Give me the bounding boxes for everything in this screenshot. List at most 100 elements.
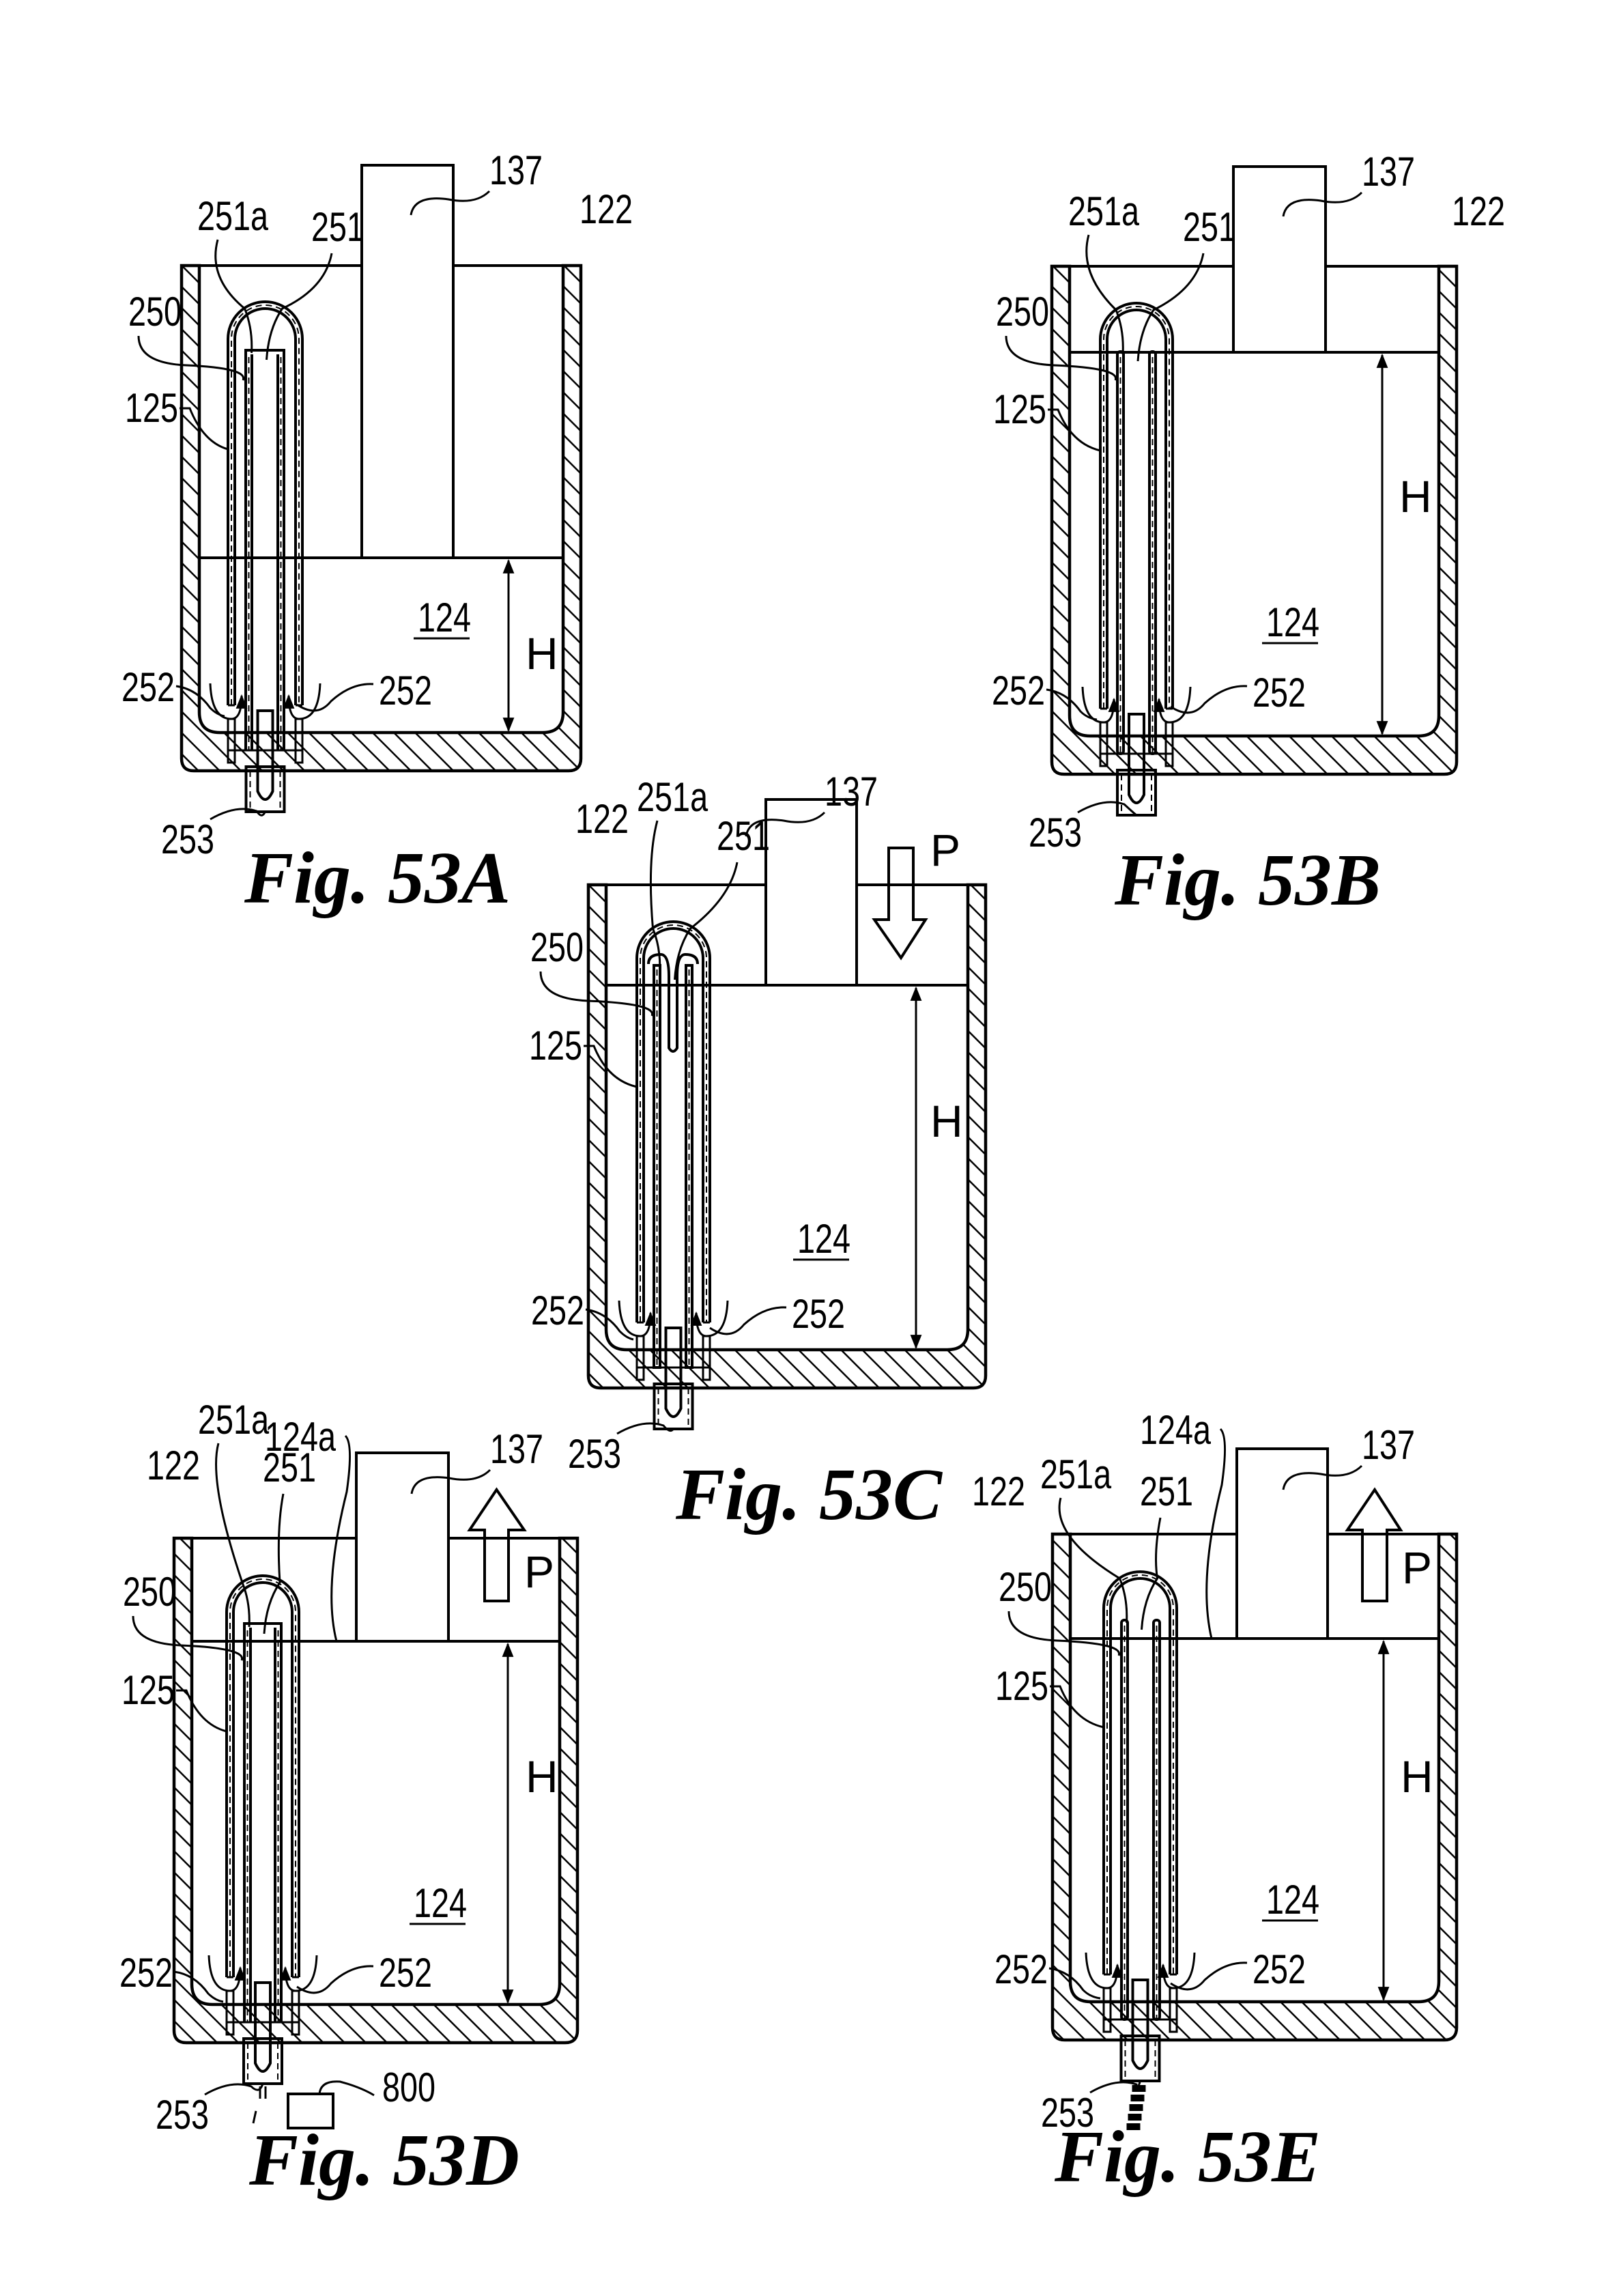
leader-251a [650,821,659,973]
ref-250: 250 [999,1564,1052,1610]
leader-137 [1283,1466,1362,1490]
ref-253: 253 [568,1431,621,1477]
height-label-h: H [930,1096,963,1146]
ref-253: 253 [161,817,214,862]
flow-arrow-252-right [1159,687,1190,722]
ref-250: 250 [996,289,1049,335]
ref-125: 125 [121,1667,175,1713]
ref-122: 122 [575,796,629,842]
ref-252-left: 252 [121,664,175,710]
ref-251: 251 [1140,1469,1193,1514]
figure-caption-53d: Fig. 53D [248,2120,519,2201]
ref-137: 137 [825,769,878,814]
ref-122: 122 [579,186,633,232]
leader-252-right [297,684,373,711]
inner-tube-251-inner [251,1628,275,2022]
ref-122: 122 [147,1443,200,1488]
ref-124: 124 [1266,599,1319,645]
figure-53d: P251a251137122250125124H252252253124a800… [119,1397,577,2201]
leader-137 [1283,193,1362,216]
liquid-stream-segment [1131,2095,1145,2101]
leader-137 [412,1470,490,1494]
ref-252-right: 252 [792,1291,845,1337]
ref-800: 800 [382,2065,435,2110]
ref-124: 124 [1266,1877,1319,1923]
ref-252-left: 252 [992,668,1045,713]
ref-252-right: 252 [379,668,432,713]
nozzle-253-body [246,767,285,812]
pressure-arrow-down [874,848,926,958]
ref-252-left: 252 [119,1950,173,1996]
ref-253: 253 [156,2092,209,2138]
leader-137 [411,191,489,215]
ref-252-left: 252 [531,1288,584,1333]
leader-253 [210,809,266,819]
ref-137: 137 [490,1426,543,1472]
ref-124a: 124a [265,1414,336,1460]
nozzle-253-body [1117,770,1156,815]
outer-tube-125-outer-wall [1104,1572,1177,1974]
outer-tube-125-inner-wall [235,309,296,705]
plunger-137 [1233,167,1326,352]
leader-251a [216,1443,250,1627]
ref-251a: 251a [197,193,268,239]
figure-caption-53b: Fig. 53B [1114,840,1381,921]
outer-tube-125-inner-wall [1107,310,1166,709]
ref-251a: 251a [198,1397,269,1443]
leader-252-right [1171,686,1247,713]
flow-arrow-252-left [210,683,242,719]
pressure-label-p: P [930,825,960,875]
flow-arrow-252-left [1086,1953,1117,1988]
flow-arrow-252-right [1163,1953,1194,1988]
flow-arrow-252-left [209,1955,240,1991]
pressure-arrow-up [1347,1490,1401,1601]
ref-125: 125 [125,385,178,431]
leader-252-right [710,1307,786,1334]
outer-tube-125-outer-wall [1100,303,1173,709]
ref-252-right: 252 [379,1950,432,1996]
ref-137: 137 [1362,1422,1415,1468]
leader-252-right [297,1966,373,1993]
flow-arrow-252-right [696,1301,728,1336]
figure-53e: P251a251137122250125124H252252253124aFig… [972,1407,1457,2198]
ref-124: 124 [414,1880,467,1926]
plunger-137 [766,799,857,985]
ref-250: 250 [128,289,182,335]
height-label-h: H [526,628,558,679]
figure-caption-53c: Fig. 53C [675,1454,943,1535]
leader-253 [617,1423,674,1434]
liquid-stream-segment [1130,2104,1143,2111]
ref-251: 251 [311,204,364,250]
ref-122: 122 [1452,188,1505,234]
height-label-h: H [1401,1751,1433,1802]
flow-arrow-252-right [285,1955,317,1991]
ref-251: 251 [1183,204,1236,250]
ref-252-left: 252 [994,1946,1048,1992]
ref-122: 122 [972,1469,1025,1514]
outer-tube-125-hatch [1107,1575,1173,1974]
ref-250: 250 [530,924,584,970]
ref-124a: 124a [1140,1407,1211,1453]
pressure-label-p: P [1402,1542,1432,1593]
ref-137: 137 [489,147,543,193]
ref-252-right: 252 [1253,670,1306,715]
figure-53c: P251a251137122250125124H252252253Fig. 53… [529,769,986,1535]
figure-53a: 251a 251 137 122 250 125 124H 252 252 253 Fig. 53A [121,147,633,919]
inner-tube-251-inverted-end [648,954,698,1051]
inner-tube-251-inner [252,354,278,750]
nozzle-253-body [244,2039,282,2084]
leader-253 [205,2084,263,2095]
height-label-h: H [526,1751,558,1802]
ref-124: 124 [418,595,471,640]
ref-251a: 251a [1040,1451,1111,1497]
ref-137: 137 [1362,149,1415,195]
ref-125: 125 [529,1023,582,1068]
plunger-137 [356,1453,448,1641]
ref-125: 125 [993,386,1046,432]
ref-253: 253 [1029,810,1082,855]
leader-251 [1138,253,1203,361]
figure-caption-53a: Fig. 53A [244,838,511,919]
figure-53b: 251a251137122250125124H252252253Fig. 53B [992,149,1505,921]
pressure-label-p: P [524,1546,554,1597]
